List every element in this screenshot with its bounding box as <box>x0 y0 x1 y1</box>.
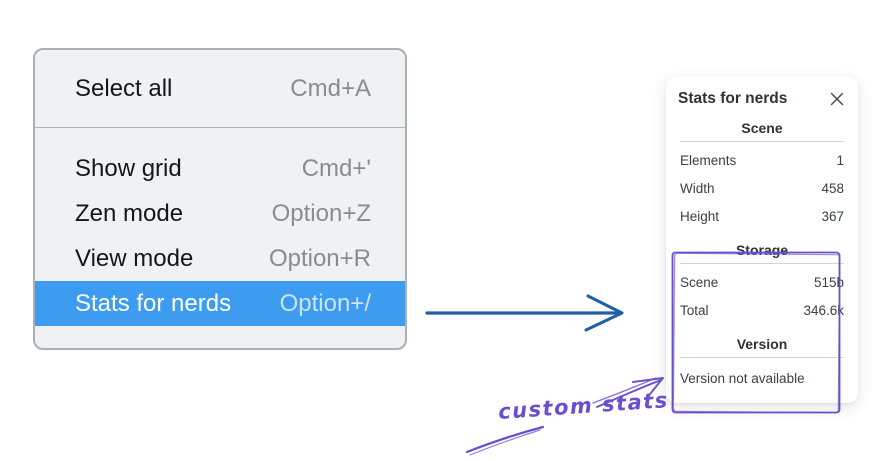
menu-section: Select all Cmd+A <box>35 50 405 127</box>
stat-value: 515b <box>813 274 844 290</box>
stat-label: Scene <box>680 274 719 290</box>
stats-section-header-storage: Storage <box>735 242 789 258</box>
menu-item-stats-for-nerds[interactable]: Stats for nerds Option+/ <box>35 281 405 326</box>
stat-label: Height <box>680 208 720 224</box>
stat-label: Width <box>680 180 715 196</box>
stats-panel-header: Stats for nerds <box>678 90 846 108</box>
stats-section-divider <box>680 357 844 358</box>
stats-section-header-version: Version <box>736 336 788 352</box>
menu-item-label: Show grid <box>75 154 182 182</box>
menu-item-shortcut: Option+/ <box>279 289 371 317</box>
menu-item-label: Select all <box>75 74 173 102</box>
menu-item-shortcut: Option+Z <box>271 199 371 227</box>
stats-section-header-scene: Scene <box>741 120 783 136</box>
close-icon <box>830 92 844 106</box>
stats-panel-title: Stats for nerds <box>678 90 788 107</box>
stat-value: 367 <box>821 208 844 224</box>
menu-item-select-all[interactable]: Select all Cmd+A <box>35 66 405 111</box>
stat-label: Elements <box>680 152 737 168</box>
stat-row-total: Total 346.6k <box>678 296 846 324</box>
stat-row-width: Width 458 <box>678 174 846 202</box>
stat-value: 1 <box>836 152 844 168</box>
menu-item-view-mode[interactable]: View mode Option+R <box>35 236 405 281</box>
custom-stats-tail-line <box>465 425 545 456</box>
custom-stats-label: custom stats <box>497 388 670 424</box>
stat-row-elements: Elements 1 <box>678 146 846 174</box>
stat-row-scene: Scene 515b <box>678 268 846 296</box>
menu-item-label: Zen mode <box>75 199 184 227</box>
stat-value: 346.6k <box>803 302 844 318</box>
close-button[interactable] <box>828 90 846 108</box>
stat-value: 458 <box>821 180 844 196</box>
stats-section-divider <box>680 141 844 142</box>
menu-item-shortcut: Cmd+' <box>301 154 371 182</box>
stat-note: Version not available <box>680 371 805 386</box>
menu-item-zen-mode[interactable]: Zen mode Option+Z <box>35 191 405 236</box>
menu-to-panel-arrow <box>425 294 624 332</box>
stat-row-height: Height 367 <box>678 202 846 230</box>
menu-item-label: Stats for nerds <box>75 289 232 317</box>
custom-stats-arrow <box>592 377 664 408</box>
menu-item-show-grid[interactable]: Show grid Cmd+' <box>35 146 405 191</box>
stat-label: Total <box>680 302 709 318</box>
stats-section-divider <box>680 263 844 264</box>
menu-item-shortcut: Option+R <box>268 244 371 272</box>
menu-item-label: View mode <box>75 244 194 272</box>
menu-item-shortcut: Cmd+A <box>290 74 371 102</box>
